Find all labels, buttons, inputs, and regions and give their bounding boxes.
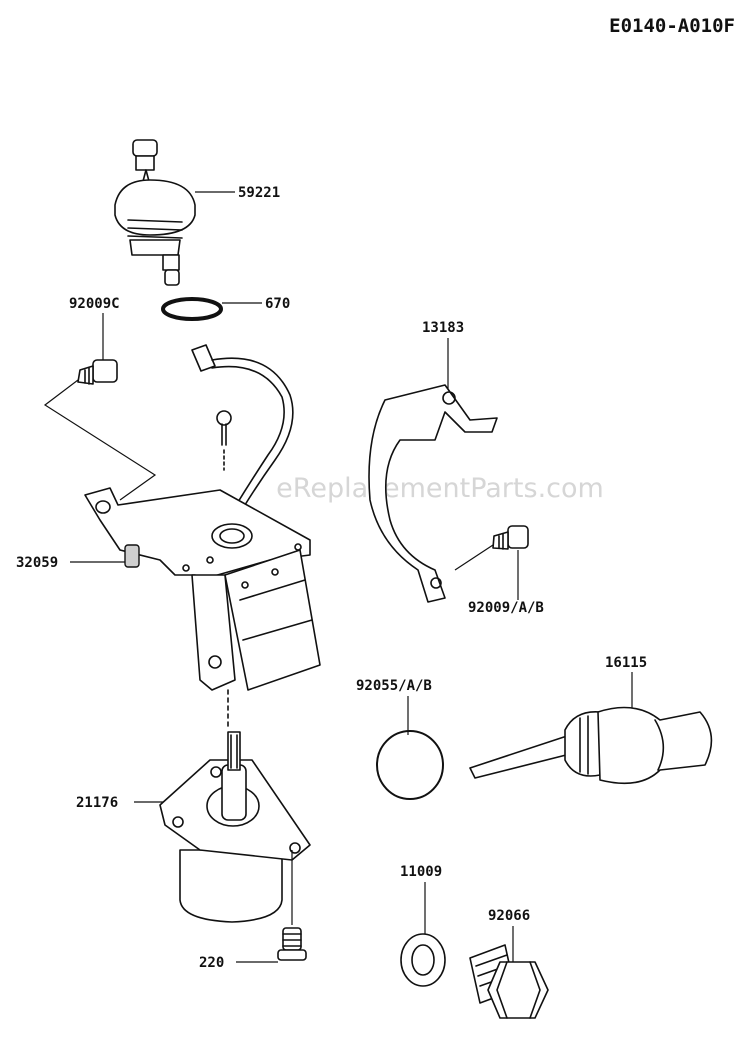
part-220-bolt[interactable] xyxy=(277,927,307,961)
part-16115-dipstick[interactable] xyxy=(469,706,713,785)
part-21176-solenoid[interactable] xyxy=(159,731,311,923)
callout-220: 220 xyxy=(199,955,224,971)
callout-11009: 11009 xyxy=(400,864,442,880)
part-13183-bracket[interactable] xyxy=(368,384,498,603)
part-670-o-ring[interactable] xyxy=(161,297,223,321)
callout-92009c: 92009C xyxy=(69,296,120,312)
part-32059-bracket[interactable] xyxy=(84,487,321,691)
part-59221-filter[interactable] xyxy=(114,139,196,286)
callout-59221: 59221 xyxy=(238,185,280,201)
callout-16115: 16115 xyxy=(605,655,647,671)
callout-21176: 21176 xyxy=(76,795,118,811)
callout-92009ab: 92009/A/B xyxy=(468,600,544,616)
callout-13183: 13183 xyxy=(422,320,464,336)
part-92055ab-o-ring[interactable] xyxy=(376,730,444,800)
callout-92066: 92066 xyxy=(488,908,530,924)
part-92009ab-screw[interactable] xyxy=(492,525,529,550)
part-needle[interactable] xyxy=(216,410,232,471)
part-fuel-tube[interactable] xyxy=(191,344,294,531)
watermark: eReplacementParts.com xyxy=(276,473,604,504)
callout-32059: 32059 xyxy=(16,555,58,571)
diagram-code: E0140-A010F xyxy=(609,15,735,37)
part-11009-washer[interactable] xyxy=(400,933,446,987)
part-92009c-screw[interactable] xyxy=(77,359,118,385)
callout-670: 670 xyxy=(265,296,290,312)
part-92066-drain-plug[interactable] xyxy=(469,944,549,1019)
callout-92055ab: 92055/A/B xyxy=(356,678,432,694)
part-32059-clip[interactable] xyxy=(124,544,140,568)
